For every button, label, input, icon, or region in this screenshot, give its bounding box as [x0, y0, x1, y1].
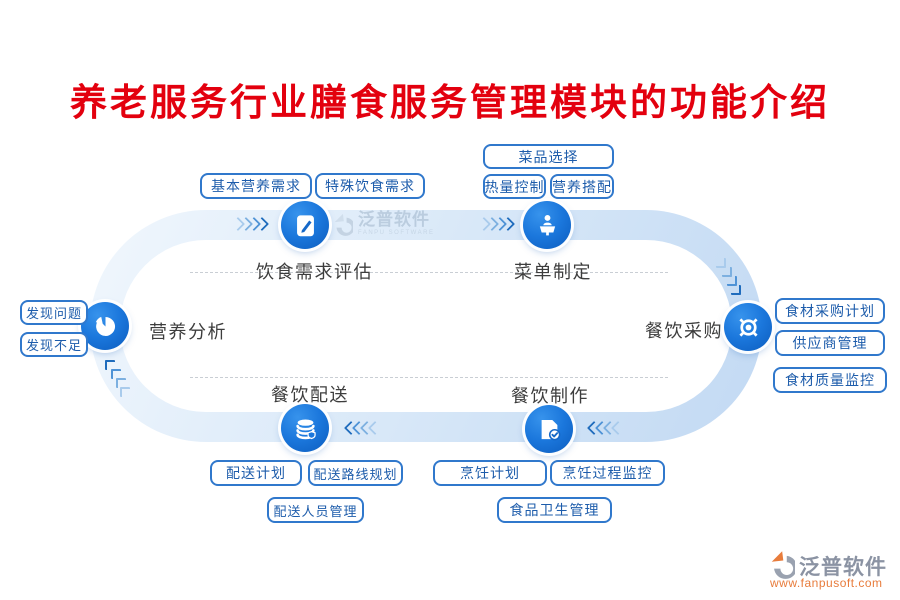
watermark-brand: 泛普软件 — [358, 210, 430, 229]
tag-cooking-process-monitoring: 烹饪过程监控 — [550, 460, 665, 486]
target-locate-icon — [738, 317, 758, 337]
dashed-guide-line-bottom — [190, 377, 668, 378]
node-diet-needs-assessment — [281, 201, 329, 249]
label-catering-delivery: 餐饮配送 — [271, 385, 349, 405]
tag-ingredient-purchase-plan: 食材采购计划 — [775, 298, 885, 324]
center-watermark: 泛普软件 FANPU SOFTWARE — [331, 211, 434, 236]
flow-chevrons-left-2-icon — [343, 420, 384, 437]
tag-delivery-route-planning: 配送路线规划 — [308, 460, 403, 486]
tag-basic-nutrition-needs: 基本营养需求 — [200, 173, 312, 199]
tag-find-deficiencies: 发现不足 — [20, 332, 88, 357]
node-menu-planning — [523, 201, 571, 249]
label-diet-needs-assessment: 饮食需求评估 — [256, 262, 373, 282]
label-nutrition-analysis: 营养分析 — [149, 322, 227, 342]
tag-food-hygiene-management: 食品卫生管理 — [497, 497, 612, 523]
dashed-guide-line-top — [190, 272, 668, 273]
tag-ingredient-quality-monitoring: 食材质量监控 — [773, 367, 887, 393]
tag-delivery-plan: 配送计划 — [210, 460, 302, 486]
tag-supplier-management: 供应商管理 — [775, 330, 885, 356]
fanpu-logo-icon — [771, 551, 795, 579]
label-catering-production: 餐饮制作 — [511, 386, 589, 406]
tag-special-diet-needs: 特殊饮食需求 — [315, 173, 425, 199]
label-catering-procurement: 餐饮采购 — [645, 321, 723, 341]
node-catering-delivery — [281, 404, 329, 452]
process-loop-inner — [120, 240, 732, 412]
page-title: 养老服务行业膳食服务管理模块的功能介绍 — [70, 82, 830, 123]
coin-stack-icon — [295, 419, 316, 439]
footer-url: www.fanpusoft.com — [770, 576, 883, 590]
tag-dish-selection: 菜品选择 — [483, 144, 614, 169]
tag-find-problems: 发现问题 — [20, 300, 88, 325]
tag-nutrition-pairing: 营养搭配 — [550, 174, 614, 199]
node-catering-production — [525, 405, 573, 453]
flow-chevrons-right-2-icon — [476, 216, 517, 233]
flow-chevrons-up-left-icon — [105, 360, 135, 402]
flow-chevrons-down-right-icon — [716, 258, 746, 300]
tag-calorie-control: 热量控制 — [483, 174, 546, 199]
watermark-subtitle: FANPU SOFTWARE — [358, 230, 435, 236]
flow-chevrons-left-1-icon — [586, 420, 627, 437]
tag-delivery-staff-management: 配送人员管理 — [267, 497, 364, 523]
presenter-icon — [539, 214, 555, 235]
node-catering-procurement — [724, 303, 772, 351]
document-check-icon — [541, 419, 560, 440]
footer-brand: 泛普软件 — [799, 556, 887, 579]
process-loop-track — [90, 210, 762, 442]
flow-chevrons-right-1-icon — [230, 216, 271, 233]
fanpu-logo-icon — [334, 213, 353, 236]
node-nutrition-analysis — [81, 302, 129, 350]
label-menu-planning: 菜单制定 — [514, 262, 592, 282]
notebook-pencil-icon — [296, 214, 314, 236]
tag-cooking-plan: 烹饪计划 — [433, 460, 547, 486]
pie-chart-icon — [95, 316, 115, 336]
